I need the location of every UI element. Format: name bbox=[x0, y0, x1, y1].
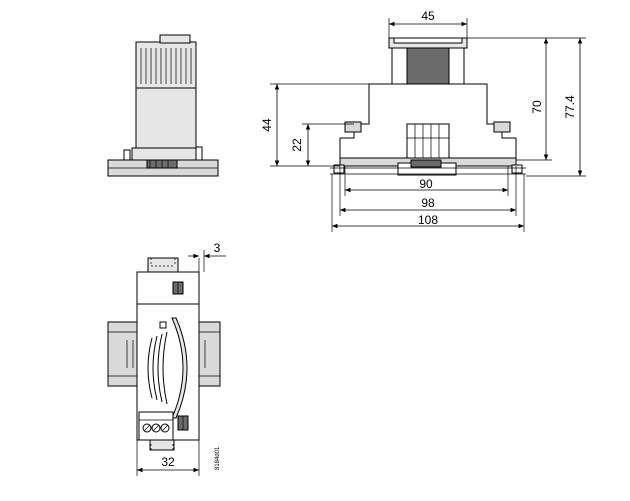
label-70: 70 bbox=[530, 100, 544, 114]
label-98: 98 bbox=[421, 196, 435, 210]
dimension-108: 108 bbox=[331, 174, 525, 232]
label-3: 3 bbox=[214, 241, 221, 255]
label-77-4: 77.4 bbox=[563, 95, 577, 119]
dimension-98: 98 bbox=[339, 166, 517, 216]
dimension-77-4: 77.4 bbox=[526, 37, 586, 177]
dimension-70: 70 bbox=[467, 37, 552, 161]
dimension-3: 3 bbox=[188, 241, 226, 272]
label-108: 108 bbox=[418, 213, 438, 227]
dimension-44: 44 bbox=[260, 83, 369, 167]
top-view bbox=[107, 257, 221, 451]
label-90: 90 bbox=[419, 177, 433, 191]
label-44: 44 bbox=[260, 118, 274, 132]
side-view bbox=[107, 34, 219, 177]
label-45: 45 bbox=[421, 9, 435, 23]
dimension-45: 45 bbox=[388, 9, 468, 38]
drawing-code: 8184d01 bbox=[215, 446, 221, 470]
label-22: 22 bbox=[290, 138, 304, 152]
dimension-32: 32 bbox=[136, 440, 200, 476]
label-32: 32 bbox=[161, 455, 175, 469]
front-view bbox=[330, 37, 526, 176]
dimension-90: 90 bbox=[344, 166, 509, 196]
dimension-22: 22 bbox=[290, 123, 354, 166]
